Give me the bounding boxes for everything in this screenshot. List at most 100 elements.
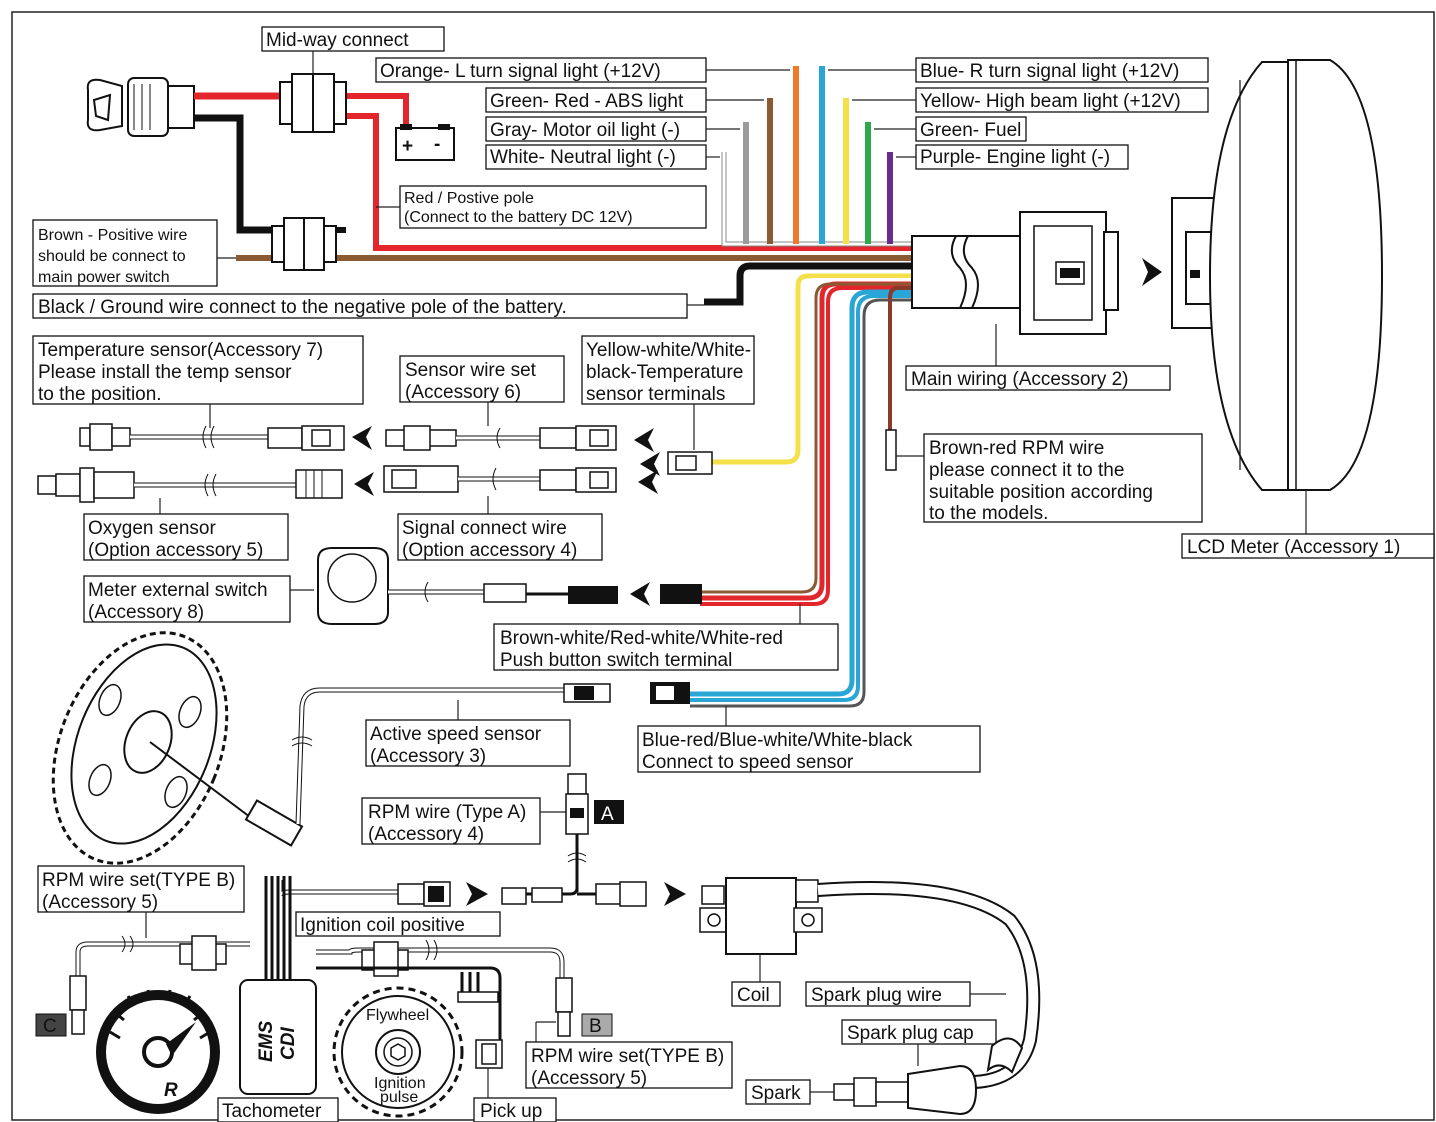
badge-c — [35, 1013, 67, 1037]
red-wire-main — [346, 113, 915, 251]
temp-sensor-line3: to the position. — [38, 384, 162, 405]
speed-sensor-wire-line2: Connect to speed sensor — [642, 752, 854, 773]
ems-cdi-icon: EMS CDI — [239, 979, 317, 1095]
main-wiring-label: Main wiring (Accessory 2) — [911, 369, 1129, 390]
lcd-meter-icon — [1171, 59, 1384, 491]
arrow-signal-connect-icon — [638, 470, 658, 494]
power-switch-connector-icon — [271, 217, 337, 271]
badge-b — [581, 1013, 613, 1037]
main-harness-plug-icon — [911, 211, 1119, 335]
black-ground-label: Black / Ground wire connect to the negat… — [38, 297, 567, 318]
coil-label: Coil — [737, 985, 770, 1006]
active-speed-sensor-icon — [149, 683, 611, 847]
green-red-label: Green- Red - ABS light — [490, 91, 684, 112]
red-wire-battery — [346, 93, 409, 128]
yellow-label: Yellow- High beam light (+12V) — [920, 91, 1181, 112]
arrow-to-meter-icon — [1142, 258, 1162, 286]
spark-plug-icon — [833, 1037, 1024, 1116]
push-button-line2: Push button switch terminal — [500, 650, 732, 671]
rpm-type-a-connector-icon — [565, 773, 589, 892]
signal-connect-line1: Signal connect wire — [402, 518, 567, 539]
rpm-type-a-line1: RPM wire (Type A) — [368, 802, 526, 823]
arrow-temp-terminal-icon — [640, 452, 660, 476]
flywheel-icon: Flywheel Ignition pulse — [332, 986, 464, 1118]
ignition-pulse-line2: pulse — [380, 1089, 418, 1106]
battery-plus: + — [402, 136, 413, 157]
lcd-meter-label: LCD Meter (Accessory 1) — [1187, 537, 1400, 558]
blue-label: Blue- R turn signal light (+12V) — [920, 61, 1179, 82]
midway-label: Mid-way connect — [266, 30, 409, 51]
flywheel-label: Flywheel — [366, 1007, 429, 1024]
brown-red-rpm-line3: suitable position according — [929, 482, 1153, 503]
midway-connector-icon — [279, 73, 347, 133]
active-speed-line2: (Accessory 3) — [370, 746, 486, 767]
signal-connect-line2: (Option accessory 4) — [402, 540, 577, 561]
oxygen-sensor-line2: (Option accessory 5) — [88, 540, 263, 561]
spark-plug-wire-label: Spark plug wire — [811, 985, 942, 1006]
rpm-set-b-left-line1: RPM wire set(TYPE B) — [42, 870, 235, 891]
red-pole-line2: (Connect to the battery DC 12V) — [404, 209, 633, 226]
badge-b-label: B — [589, 1016, 602, 1037]
sensor-wire-set-line1: Sensor wire set — [405, 360, 537, 381]
rpm-set-b-harness-icon — [69, 876, 573, 1040]
signal-connect-wire-icon — [383, 465, 617, 493]
badge-a-label: A — [601, 804, 614, 825]
rpm-set-b-right-line2: (Accessory 5) — [531, 1068, 647, 1089]
pick-up-label: Pick up — [480, 1101, 542, 1122]
yellow-white-line3: sensor terminals — [586, 384, 725, 405]
brown-red-rpm-line4: to the models. — [929, 503, 1048, 524]
ems-label: EMS — [256, 1021, 277, 1063]
ignition-coil-label: Ignition coil positive — [300, 915, 465, 936]
push-button-line1: Brown-white/Red-white/White-red — [500, 628, 783, 649]
black-wire-key — [194, 114, 276, 234]
brake-disc-icon — [51, 631, 229, 865]
black-ground-wire — [704, 262, 915, 306]
lower-harness-wires — [690, 273, 915, 708]
battery-icon: + - — [395, 124, 455, 161]
active-speed-line1: Active speed sensor — [370, 724, 542, 745]
brown-positive-line1: Brown - Positive wire — [38, 227, 187, 244]
oxygen-sensor-line1: Oxygen sensor — [88, 518, 216, 539]
green-fuel-label: Green- Fuel — [920, 120, 1021, 141]
purple-label: Purple- Engine light (-) — [920, 147, 1110, 168]
ignition-wire-icon — [277, 880, 647, 907]
pickup-sensor-icon — [457, 972, 503, 1069]
sensor-wire-set-line2: (Accessory 6) — [405, 382, 521, 403]
cdi-label: CDI — [278, 1027, 299, 1060]
brown-red-rpm-line2: please connect it to the — [929, 460, 1124, 481]
arrow-ignition-1-icon — [466, 882, 488, 906]
brown-positive-line2: should be connect to — [38, 248, 186, 265]
brown-red-rpm-connector-icon — [885, 429, 897, 471]
temp-sensor-line2: Please install the temp sensor — [38, 362, 292, 383]
white-label: White- Neutral light (-) — [490, 147, 676, 168]
ignition-key-icon — [86, 77, 195, 137]
sensor-wire-set-icon — [385, 425, 617, 451]
diagram-frame — [11, 11, 1435, 1121]
arrow-oxygen-icon — [354, 472, 374, 496]
red-pole-line1: Red / Postive pole — [404, 190, 534, 207]
meter-switch-line1: Meter external switch — [88, 580, 268, 601]
midway-label-box — [261, 26, 445, 52]
badge-c-label: C — [43, 1016, 57, 1037]
ignition-pulse-line1: Ignition — [374, 1075, 426, 1092]
oxygen-sensor-icon — [37, 467, 343, 503]
speed-sensor-wire-line1: Blue-red/Blue-white/White-black — [642, 730, 913, 751]
arrow-sensor-set-icon — [634, 428, 654, 452]
badge-a — [594, 800, 624, 824]
brown-red-rpm-line1: Brown-red RPM wire — [929, 438, 1104, 459]
meter-switch-line2: (Accessory 8) — [88, 602, 204, 623]
battery-minus: - — [434, 134, 440, 155]
tachometer-icon: R — [96, 989, 220, 1114]
spark-plug-cap-label: Spark plug cap — [847, 1023, 974, 1044]
temp-sensor-icon — [79, 423, 345, 451]
arrow-ignition-2-icon — [664, 882, 686, 906]
arrow-switch-icon — [630, 582, 650, 606]
coil-icon — [699, 877, 1041, 1089]
orange-label: Orange- L turn signal light (+12V) — [380, 61, 661, 82]
gray-label: Gray- Motor oil light (-) — [490, 120, 680, 141]
push-button-connector-icon — [660, 584, 702, 604]
arrow-temp-icon — [352, 426, 372, 450]
brown-positive-line3: main power switch — [38, 269, 170, 286]
spark-label: Spark — [751, 1083, 801, 1104]
